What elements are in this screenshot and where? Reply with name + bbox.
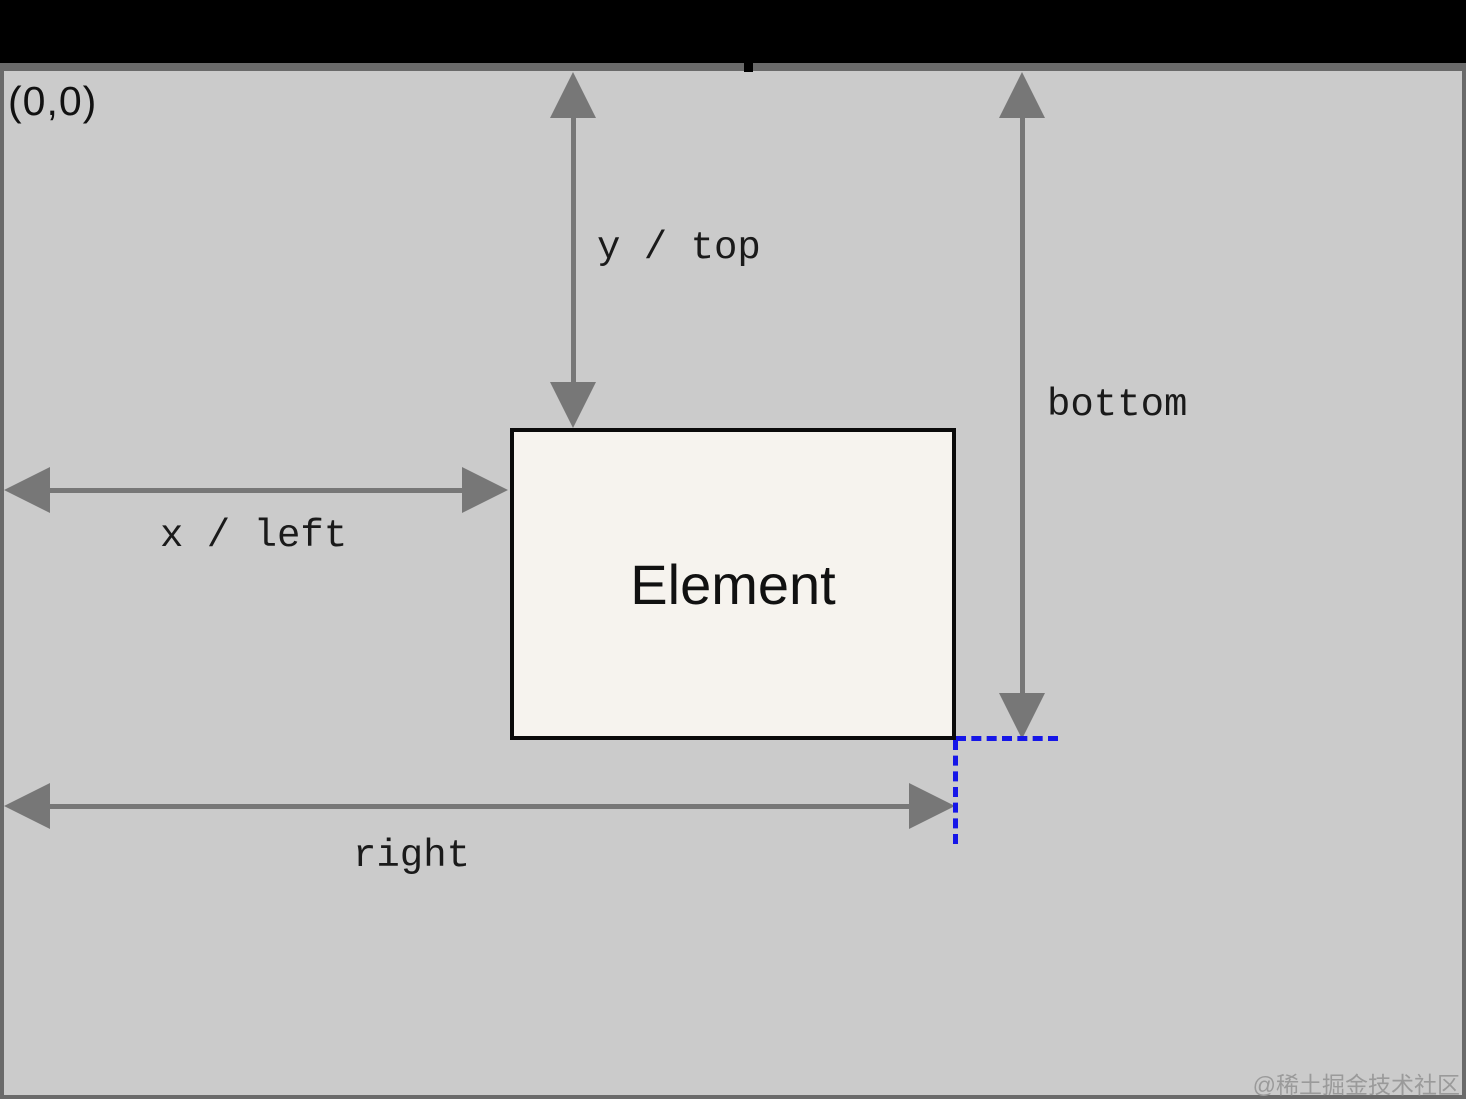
arrowhead-down-icon [550, 382, 596, 428]
arrow-x-left [4, 467, 508, 513]
arrow-shaft [44, 803, 915, 809]
element-box: Element [510, 428, 956, 740]
arrowhead-left-icon [4, 783, 50, 829]
arrowhead-left-icon [4, 467, 50, 513]
origin-coordinate-label: (0,0) [8, 78, 98, 124]
arrowhead-up-icon [999, 72, 1045, 118]
arrowhead-down-icon [999, 693, 1045, 739]
y-top-label: y / top [597, 226, 761, 270]
arrow-right [4, 783, 955, 829]
arrowhead-right-icon [462, 467, 508, 513]
bottom-label: bottom [1047, 383, 1188, 427]
guide-line-vertical [953, 740, 958, 844]
guide-line-horizontal [956, 736, 1058, 741]
arrow-y-top [550, 72, 596, 428]
top-tick-mark [744, 63, 753, 72]
right-label: right [353, 834, 471, 878]
arrow-bottom [999, 72, 1045, 739]
arrow-shaft [570, 112, 576, 388]
element-label: Element [630, 552, 836, 616]
arrow-shaft [44, 487, 468, 493]
arrowhead-right-icon [909, 783, 955, 829]
x-left-label: x / left [160, 514, 348, 558]
arrowhead-up-icon [550, 72, 596, 118]
arrow-shaft [1019, 112, 1025, 699]
watermark: @稀土掘金技术社区 [1252, 1072, 1460, 1098]
